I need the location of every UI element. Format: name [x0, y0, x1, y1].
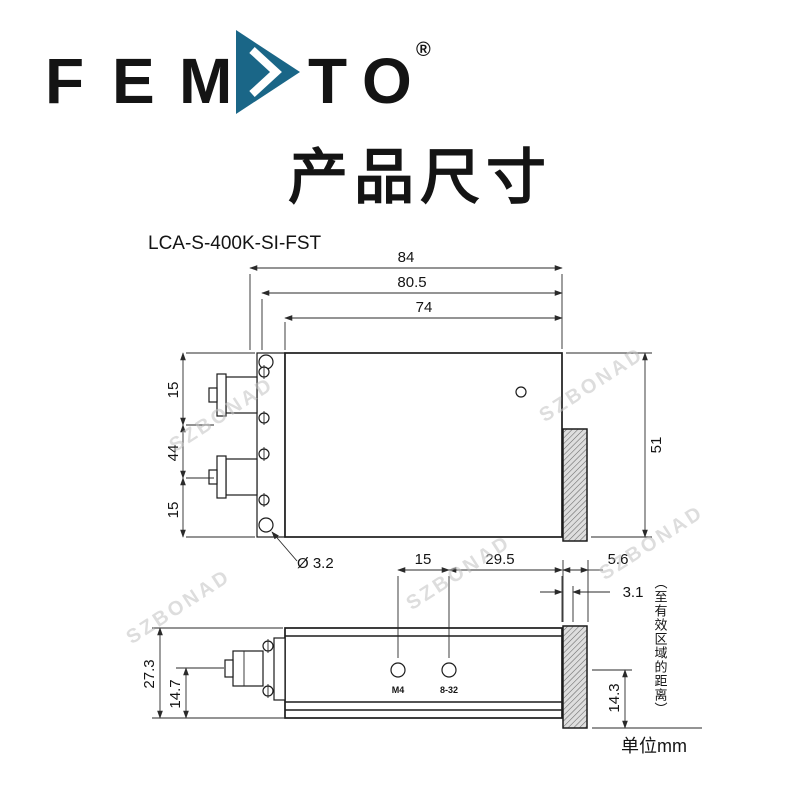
connector-lower — [208, 447, 270, 507]
unit-label: 单位mm — [621, 736, 687, 756]
dim-5-6: 5.6 — [608, 551, 629, 568]
indicator-hole — [515, 386, 527, 398]
dim-51: 51 — [648, 437, 665, 454]
dim-left-top-15: 15 — [165, 382, 182, 399]
mounting-hole-bottom — [258, 517, 274, 533]
dim-84: 84 — [398, 249, 415, 266]
page-title: 产品尺寸 — [288, 144, 552, 211]
side-view: M4 8-32 — [224, 625, 588, 729]
dim-14-3: 14.3 — [606, 683, 623, 712]
sensor-strip-side-hatch — [562, 625, 588, 729]
hole-diameter-label: Ø 3.2 — [297, 555, 334, 572]
logo-letter-m: M — [179, 45, 232, 117]
flange-plate — [256, 352, 286, 538]
dim-3-1: 3.1 — [623, 584, 644, 601]
top-view — [208, 352, 588, 542]
logo-arrow-icon — [249, 47, 282, 97]
thread-hole-832 — [441, 662, 457, 678]
thread-hole-m4 — [390, 662, 406, 678]
dim-27-3: 27.3 — [141, 659, 158, 688]
dim-left-bottom-15: 15 — [165, 502, 182, 519]
device-body-side-view — [284, 627, 563, 719]
thread-label-832: 8-32 — [440, 685, 458, 695]
connector-upper — [208, 365, 270, 425]
side-view-dimensions: 15 29.5 5.6 3.1 27.3 14.7 14.3 — [141, 551, 702, 729]
dim-14-7: 14.7 — [167, 679, 184, 708]
registered-mark: ® — [416, 39, 431, 61]
logo-letter-e: E — [112, 45, 155, 117]
connector-side-view — [224, 637, 286, 701]
dim-15: 15 — [415, 551, 432, 568]
effective-area-note: （至有效区域的距离） — [653, 576, 668, 716]
logo-letter-o: O — [362, 45, 412, 117]
dim-74: 74 — [416, 299, 433, 316]
dim-29-5: 29.5 — [485, 551, 514, 568]
dim-left-44: 44 — [165, 445, 182, 462]
femto-logo: F E M T O ® — [45, 30, 431, 117]
sensor-strip-hatch — [562, 428, 588, 542]
thread-label-m4: M4 — [392, 685, 405, 695]
dim-80-5: 80.5 — [397, 274, 426, 291]
logo-letter-t: T — [308, 45, 347, 117]
device-body-top-view — [284, 352, 563, 538]
top-view-dimensions: 84 80.5 74 15 44 15 51 Ø 3.2 — [165, 249, 665, 572]
logo-letter-f: F — [45, 45, 84, 117]
model-label: LCA-S-400K-SI-FST — [148, 233, 322, 254]
